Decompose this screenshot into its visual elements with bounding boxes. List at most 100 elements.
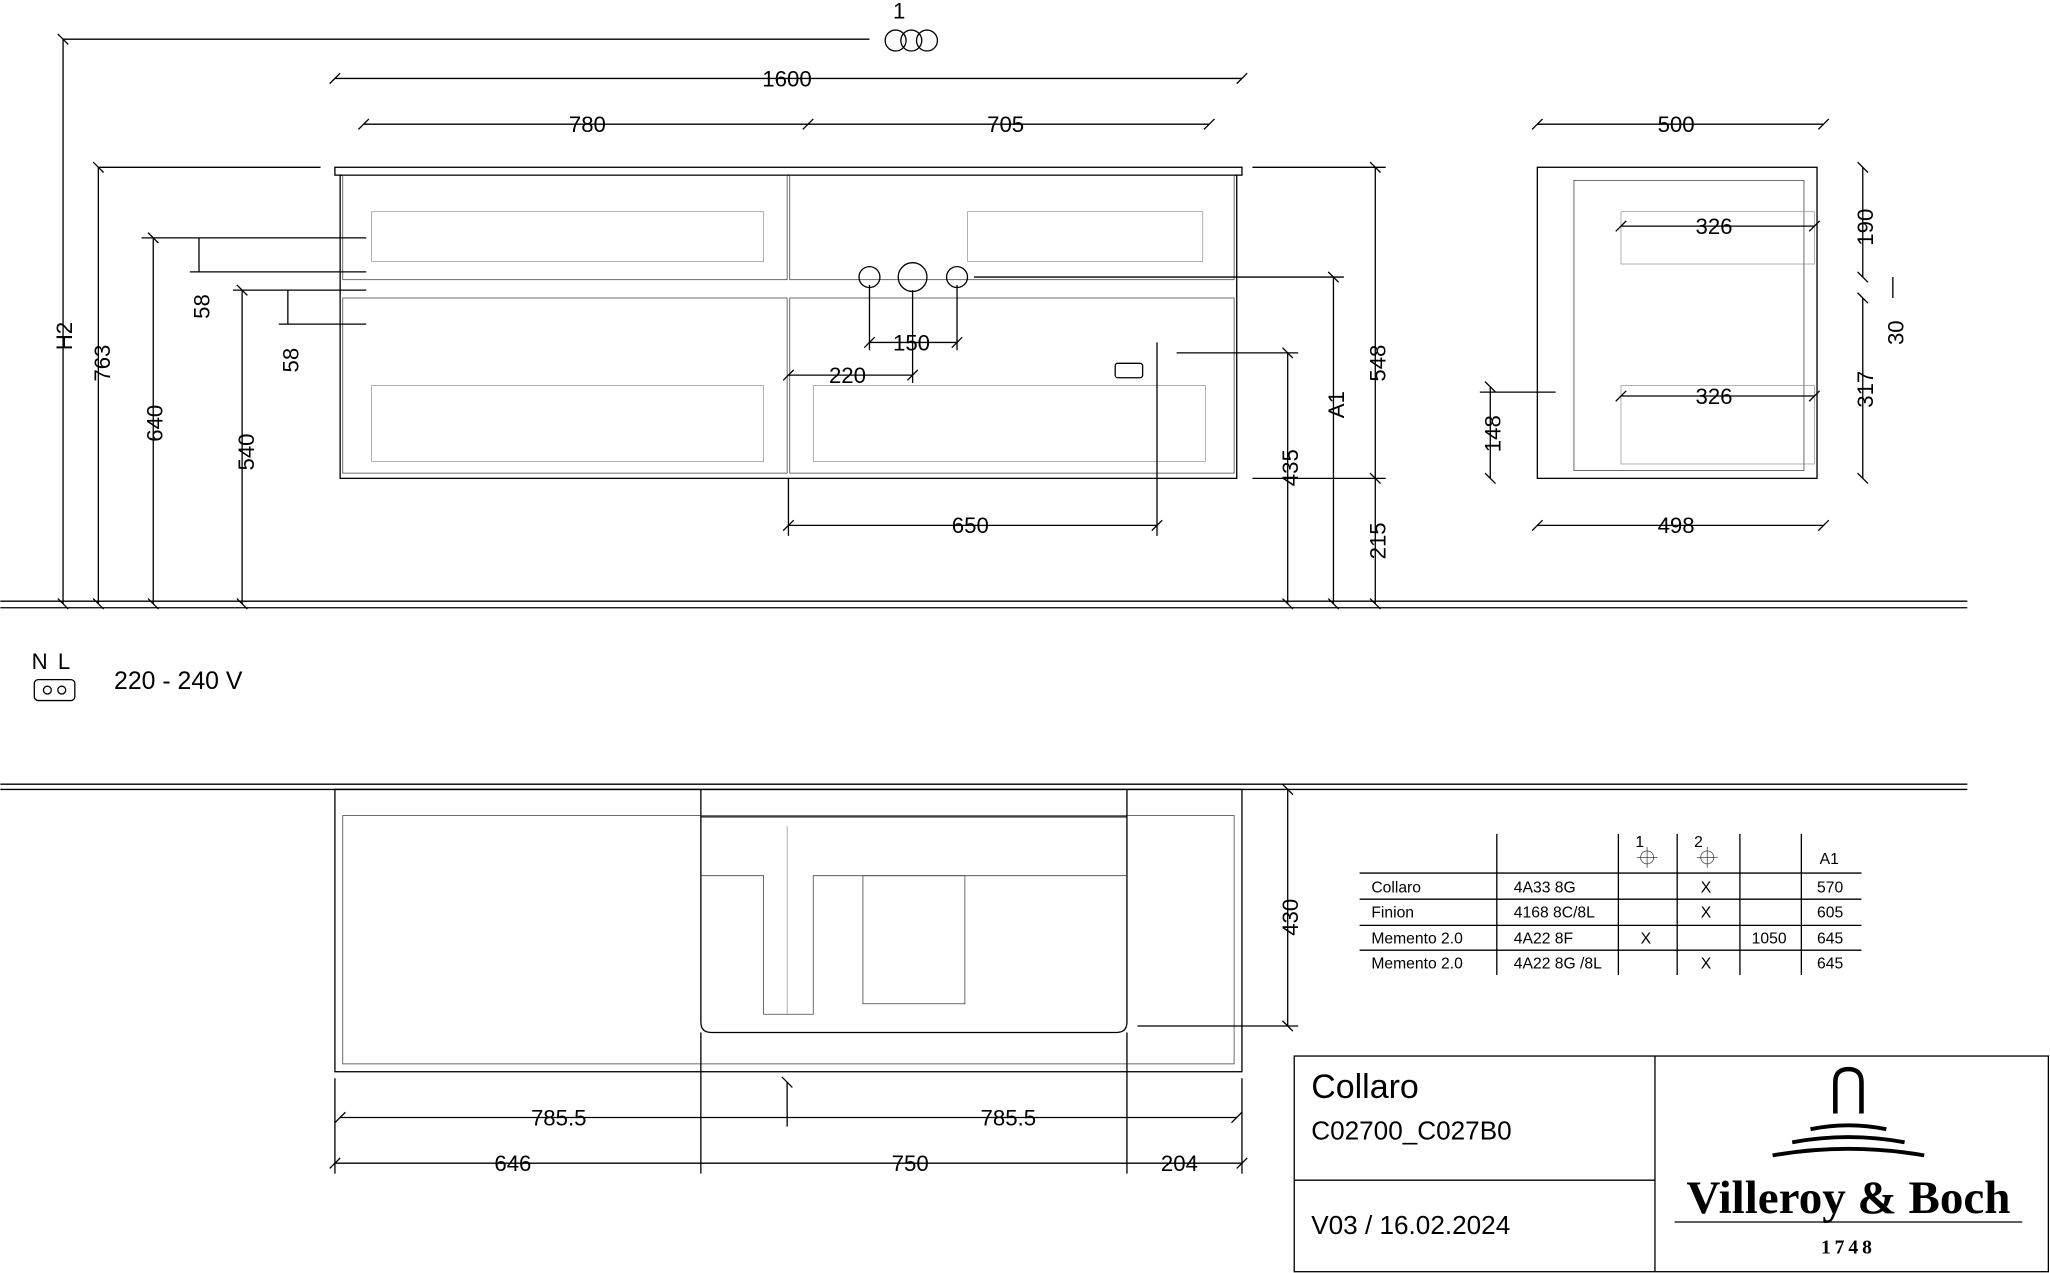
drawing-line <box>945 265 969 289</box>
label: 645 <box>1817 955 1843 972</box>
drawing-line <box>1293 1055 2050 1273</box>
dim-220: 220 <box>829 363 866 388</box>
plan-view: 430 785.5 785.5 646 750 204 <box>329 783 1303 1176</box>
target-icon <box>1696 846 1718 868</box>
dim-646: 646 <box>494 1151 531 1176</box>
label: Memento 2.0 <box>1371 955 1463 972</box>
dim-750: 750 <box>892 1151 929 1176</box>
drawing-line <box>42 685 52 695</box>
brand-year: 1748 <box>1821 1237 1876 1258</box>
dim-right-section: 705 <box>987 112 1024 137</box>
product-code: C02700_C027B0 <box>1311 1116 1511 1146</box>
electrical-info: N L 220 - 240 V <box>32 649 243 702</box>
drawing-line <box>342 297 788 474</box>
drawing-line <box>1573 179 1805 471</box>
dim-190: 190 <box>1853 209 1878 246</box>
dim-650: 650 <box>952 513 989 538</box>
voltage-label: 220 - 240 V <box>114 668 243 695</box>
drawing-line <box>1620 211 1815 265</box>
brand-name: Villeroy & Boch <box>1686 1172 2010 1224</box>
front-cabinet <box>334 166 1243 480</box>
table-row: Collaro 4A33 8G X 570 <box>1371 880 1843 897</box>
drawing-line <box>334 166 1243 176</box>
drawing-line <box>967 211 1204 262</box>
dim-150: 150 <box>893 330 930 355</box>
socket-icon <box>33 678 76 702</box>
header-pos-1: 1 <box>1635 834 1644 851</box>
dim-215: 215 <box>1366 522 1391 559</box>
label: X <box>1701 955 1712 972</box>
dim-side-bottom: 498 <box>1658 513 1695 538</box>
dim-left-section: 780 <box>569 112 606 137</box>
side-view: 500 498 326 326 190 30 317 148 <box>1479 112 1908 538</box>
floor-line-elevation <box>0 600 1968 609</box>
drawing-line <box>884 29 907 52</box>
brand-logo-icon <box>1772 1066 1925 1158</box>
drawing-line <box>1791 1135 1905 1145</box>
mounting-circles-icon <box>884 29 939 52</box>
label: X <box>1701 905 1712 922</box>
drawing-line <box>1772 1146 1925 1158</box>
drawing-line <box>334 788 1243 1073</box>
marker-1-label: 1 <box>893 0 905 23</box>
dim-plan-depth: 430 <box>1278 899 1303 936</box>
label: 4A22 8F <box>1514 931 1573 948</box>
drawing-line <box>371 211 764 262</box>
dim-540: 540 <box>234 433 259 470</box>
dim-drawer-lower: 326 <box>1695 384 1732 409</box>
drawing-line <box>342 815 1235 1065</box>
wall-line-plan <box>0 783 1968 791</box>
label: 4168 8C/8L <box>1514 905 1595 922</box>
dim-half-left: 785.5 <box>531 1105 587 1130</box>
target-icon <box>1636 846 1658 868</box>
front-dimensions: 1 1600 780 705 H2 763 640 58 540 58 150 … <box>52 0 1391 610</box>
label: 605 <box>1817 905 1843 922</box>
drawing-line <box>700 875 1127 1015</box>
label: X <box>1701 880 1712 897</box>
label: 570 <box>1817 880 1843 897</box>
drawing-line <box>789 297 1235 474</box>
dim-58-lower: 58 <box>278 348 303 373</box>
label: X <box>1641 931 1652 948</box>
dim-204: 204 <box>1161 1151 1198 1176</box>
drawing-line <box>812 385 1206 462</box>
dim-width: 1600 <box>762 66 811 91</box>
neutral-label: N <box>32 649 48 674</box>
drawing-line <box>858 265 881 289</box>
drawing-line <box>1620 385 1815 465</box>
dim-640: 640 <box>142 405 167 442</box>
label: 4A33 8G <box>1514 880 1576 897</box>
label: 1050 <box>1752 931 1787 948</box>
product-name: Collaro <box>1311 1068 1419 1106</box>
dim-half-right: 785.5 <box>981 1105 1037 1130</box>
dim-a1: A1 <box>1324 391 1349 418</box>
dim-548: 548 <box>1366 345 1391 382</box>
dim-h2: H2 <box>52 322 77 350</box>
dim-58-upper: 58 <box>189 294 214 319</box>
dim-drawer-upper: 326 <box>1695 214 1732 239</box>
drawing-line <box>339 174 1238 480</box>
drawing-line <box>897 262 928 293</box>
drawing-line <box>900 29 923 52</box>
drawing-line <box>1536 166 1818 480</box>
dim-30: 30 <box>1883 320 1908 345</box>
drawing-line <box>789 174 1235 281</box>
drawing-line <box>371 385 764 462</box>
dim-148: 148 <box>1481 415 1506 452</box>
label: Collaro <box>1371 880 1421 897</box>
header-pos-2: 2 <box>1694 834 1703 851</box>
drawing-line <box>700 789 1128 1034</box>
title-block: Collaro C02700_C027B0 V03 / 16.02.2024 V… <box>1293 1055 2050 1273</box>
dim-side-top: 500 <box>1658 112 1695 137</box>
live-label: L <box>58 649 70 674</box>
drawing-line <box>57 685 67 695</box>
dim-763: 763 <box>90 345 115 382</box>
drawing-line <box>1833 1066 1864 1114</box>
drawing-line <box>862 875 966 1005</box>
